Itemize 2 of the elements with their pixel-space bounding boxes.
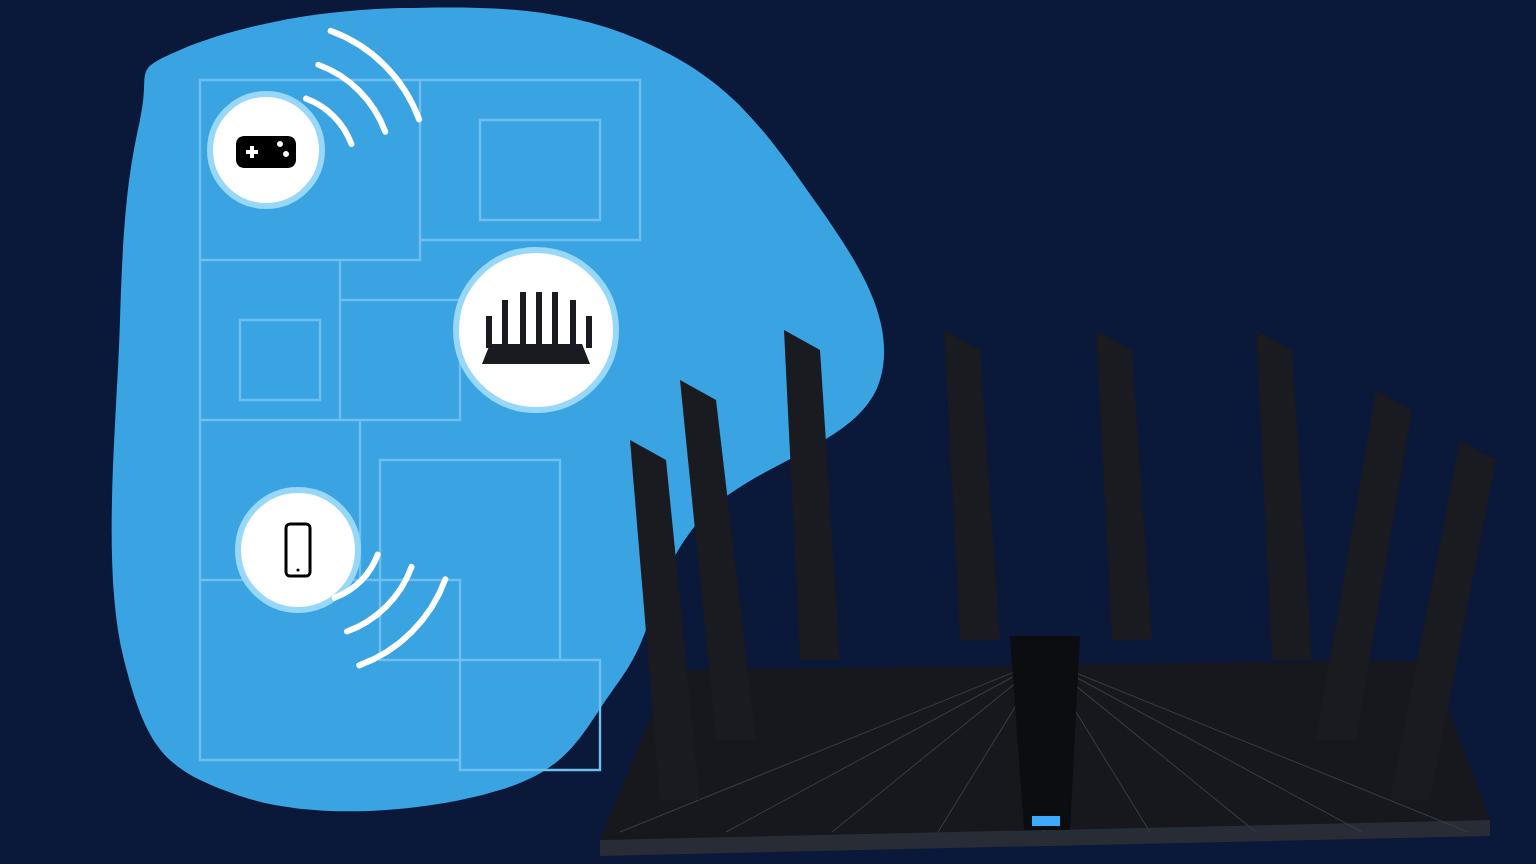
device-circle [235,487,361,613]
router-drawing [600,330,1496,856]
